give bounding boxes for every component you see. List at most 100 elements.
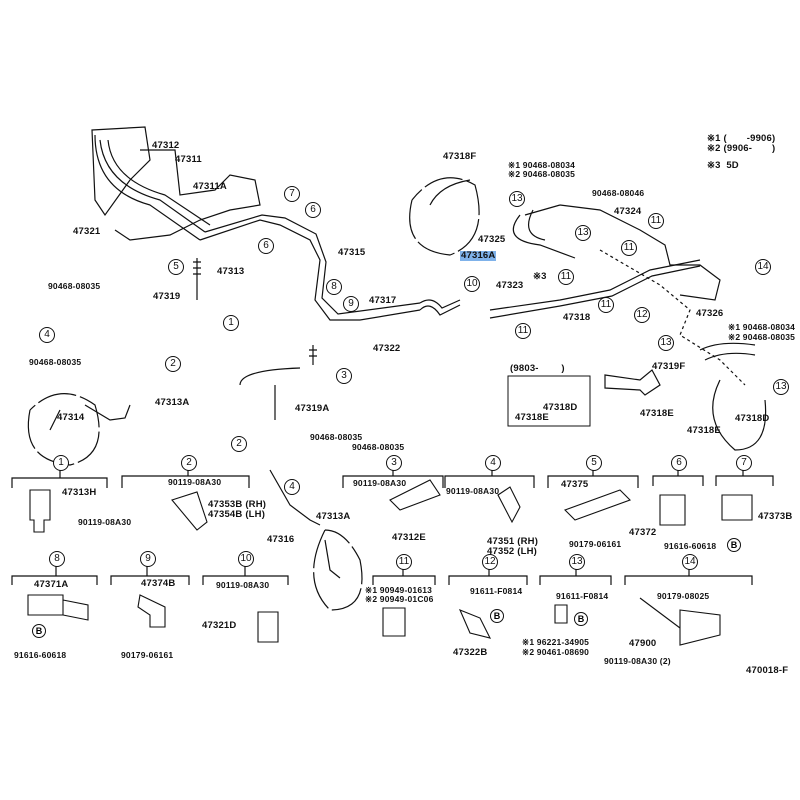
part-label[interactable]: 47318D	[543, 402, 578, 413]
part-label[interactable]: 91611-F0814	[470, 586, 523, 596]
part-label[interactable]: 47372	[629, 527, 657, 538]
part-label[interactable]: ※2 90468-08035	[728, 332, 796, 342]
part-label[interactable]: 47318F	[443, 151, 477, 162]
inset-date-range: (9803- )	[510, 363, 565, 374]
part-label[interactable]: 90119-08A30	[168, 477, 222, 487]
part-label[interactable]: 47374B	[141, 578, 176, 589]
callout-number-9: 9	[140, 551, 156, 567]
callout-number-9: 9	[343, 296, 359, 312]
part-label[interactable]: 47319	[153, 291, 181, 302]
callout-number-2: 2	[165, 356, 181, 372]
part-label[interactable]: 47324	[614, 206, 642, 217]
part-label[interactable]: 47353B (RH)	[208, 499, 267, 510]
brake-line-47318	[489, 259, 701, 319]
part-label[interactable]: 47315	[338, 247, 366, 258]
part-label[interactable]: 90179-08025	[657, 591, 710, 601]
part-label[interactable]: 47351 (RH)	[487, 536, 539, 547]
callout-number-13: 13	[773, 379, 789, 395]
part-label[interactable]: 47318D	[735, 413, 770, 424]
part-label[interactable]: 47354B (LH)	[208, 509, 266, 520]
part-label[interactable]: 47317	[369, 295, 397, 306]
callout-number-4: 4	[485, 455, 501, 471]
callout-number-5: 5	[586, 455, 602, 471]
part-label-selected[interactable]: 47316A	[460, 250, 497, 261]
part-label[interactable]: 47375	[561, 479, 589, 490]
part-label[interactable]: 47325	[478, 234, 506, 245]
callout-number-13: 13	[509, 191, 525, 207]
callout-number-10: 10	[238, 551, 254, 567]
part-label[interactable]: 47311	[175, 154, 202, 165]
part-label[interactable]: 91616-60618	[664, 541, 717, 551]
part-label[interactable]: 47319A	[295, 403, 330, 414]
part-label[interactable]: ※1 96221-34905	[522, 637, 590, 647]
part-label[interactable]: 90468-08035	[310, 432, 363, 442]
callout-number-11: 11	[558, 269, 574, 285]
part-label[interactable]: 47312E	[392, 532, 426, 543]
part-label[interactable]: 90119-08A30	[446, 486, 500, 496]
callout-number-7: 7	[736, 455, 752, 471]
part-label[interactable]: 47352 (LH)	[487, 546, 538, 557]
part-label[interactable]: 90119-08A30	[216, 580, 270, 590]
part-label[interactable]: 90179-06161	[121, 650, 174, 660]
part-label[interactable]: 47373B	[758, 511, 793, 522]
part-label[interactable]: 90119-08A30	[353, 478, 407, 488]
callout-number-3: 3	[386, 455, 402, 471]
callout-number-11: 11	[648, 213, 664, 229]
callout-number-4: 4	[284, 479, 300, 495]
callout-number-2: 2	[231, 436, 247, 452]
part-label[interactable]: 47371A	[34, 579, 69, 590]
part-label[interactable]: 90468-08035	[48, 281, 101, 291]
part-label[interactable]: 47318E	[640, 408, 674, 419]
part-label[interactable]: 47322B	[453, 647, 488, 658]
callout-number-13: 13	[575, 225, 591, 241]
part-label[interactable]: 47313A	[155, 397, 190, 408]
part-label[interactable]: 47319F	[652, 361, 686, 372]
part-label[interactable]: 47322	[373, 343, 401, 354]
part-label[interactable]: 47321D	[202, 620, 237, 631]
part-label[interactable]: ※1 90468-08034	[508, 160, 576, 170]
part-label[interactable]: 47312	[152, 140, 180, 151]
callout-number-10: 10	[464, 276, 480, 292]
part-label[interactable]: 47313H	[62, 487, 97, 498]
callout-number-4: 4	[39, 327, 55, 343]
callout-number-1: 1	[53, 455, 69, 471]
part-label[interactable]: ※2 90461-08690	[522, 647, 590, 657]
legend-note-2: ※2 (9906- )	[707, 143, 776, 154]
part-label[interactable]: 91611-F0814	[556, 591, 609, 601]
part-label[interactable]: 47313A	[316, 511, 351, 522]
callout-number-13: 13	[658, 335, 674, 351]
part-label[interactable]: 90179-06161	[569, 539, 622, 549]
callout-number-2: 2	[181, 455, 197, 471]
part-label[interactable]: 47318E	[687, 425, 721, 436]
part-label[interactable]: 91616-60618	[14, 650, 67, 660]
callout-number-5: 5	[168, 259, 184, 275]
part-label[interactable]: 47326	[696, 308, 724, 319]
part-label[interactable]: 90468-08035	[352, 442, 405, 452]
part-label[interactable]: 47314	[57, 412, 85, 423]
callout-b: B	[574, 612, 588, 626]
part-label[interactable]: 90468-08046	[592, 188, 645, 198]
callout-number-14: 14	[755, 259, 771, 275]
callout-b: B	[490, 609, 504, 623]
part-label[interactable]: 47323	[496, 280, 524, 291]
callout-number-6: 6	[258, 238, 274, 254]
part-label[interactable]: 90119-08A30 (2)	[604, 656, 671, 666]
part-label[interactable]: 47318E	[515, 412, 549, 423]
part-label[interactable]: ※1 90949-01613	[365, 585, 433, 595]
part-label[interactable]: 47311A	[193, 181, 227, 192]
callout-number-14: 14	[682, 554, 698, 570]
part-label[interactable]: 47316	[267, 534, 295, 545]
legend-note-3: ※3 5D	[707, 160, 739, 171]
part-label[interactable]: 47900	[629, 638, 657, 649]
part-label[interactable]: 47321	[73, 226, 101, 237]
part-label[interactable]: 47318	[563, 312, 591, 323]
callout-number-3: 3	[336, 368, 352, 384]
abs-actuator	[91, 126, 151, 217]
part-label[interactable]: ※1 90468-08034	[728, 322, 796, 332]
part-label[interactable]: ※2 90949-01C06	[365, 594, 434, 604]
master-cylinder	[114, 149, 261, 241]
part-label[interactable]: 90468-08035	[29, 357, 82, 367]
part-label[interactable]: ※2 90468-08035	[508, 169, 576, 179]
part-label[interactable]: 47313	[217, 266, 245, 277]
part-label[interactable]: 90119-08A30	[78, 517, 132, 527]
